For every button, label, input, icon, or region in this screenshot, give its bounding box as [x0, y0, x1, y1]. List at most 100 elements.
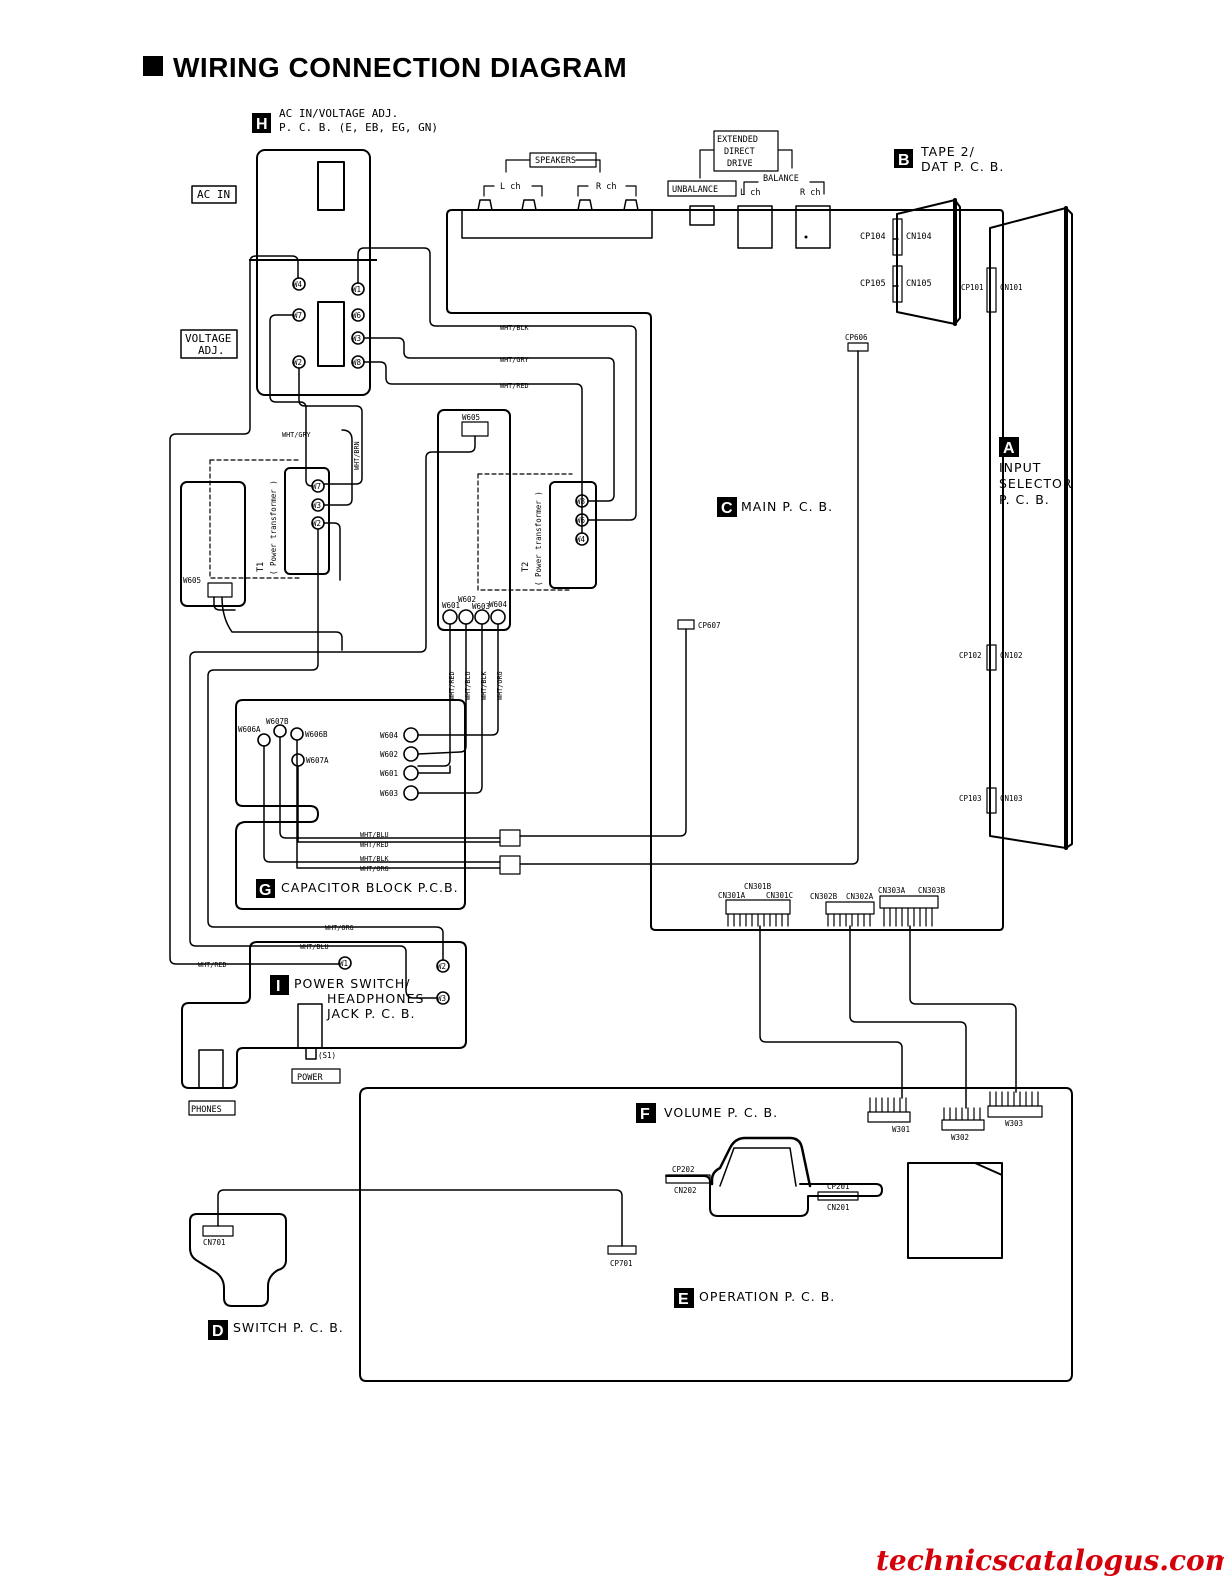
- cn302b-label: CN302B: [810, 892, 838, 901]
- cn201-connector: [817, 1191, 859, 1201]
- board-c-outline: [446, 209, 1004, 931]
- g-w601-label: W601: [380, 769, 398, 778]
- t2-label: T2: [521, 562, 531, 572]
- terminal-w607b: [273, 724, 287, 738]
- wire-cp607: [519, 628, 687, 837]
- cn701-label: CN701: [203, 1238, 226, 1247]
- board-e-outline: [359, 1087, 1073, 1382]
- board-i-line2: HEADPHONES: [327, 991, 424, 1006]
- terminal-w603: [474, 609, 490, 625]
- cn301-303-connectors: [725, 895, 939, 927]
- cn105-label: CN105: [906, 279, 932, 289]
- unbalance-box: [667, 180, 737, 197]
- t2-core-outline: [477, 473, 573, 591]
- wire-label-wht-blk-v: WHT/BLK: [480, 670, 488, 700]
- terminal-i-w2-label: W2: [437, 962, 446, 971]
- cp102-connector: [986, 644, 997, 671]
- w604-top-label: W604: [489, 600, 508, 609]
- voltage-adj-box: [180, 329, 238, 359]
- board-f-letter: F: [640, 1106, 650, 1123]
- wire-labels: WHT/BLK WHT/GRY WHT/RED WHT/GRY WHT/BRN …: [198, 324, 530, 969]
- speakers-bracket: [505, 159, 601, 173]
- tape-board-links: [892, 238, 899, 287]
- r-ch-bracket: [577, 185, 637, 197]
- w302-connector: [941, 1119, 985, 1131]
- phones-jack: [198, 1049, 224, 1089]
- w602-top-label: W602: [458, 595, 476, 604]
- t1-label: T1: [256, 562, 266, 572]
- phones-label: PHONES: [191, 1105, 222, 1115]
- t1-outline: [180, 481, 246, 607]
- speaker-terminal-icon: [623, 199, 639, 211]
- w606b-label: W606B: [305, 730, 328, 739]
- cn102-label: CN102: [1000, 651, 1023, 660]
- display-window: [907, 1162, 1003, 1259]
- wire-wht-red-w601: [417, 623, 451, 774]
- cn301b-label: CN301B: [744, 882, 772, 891]
- board-b-letter: B: [898, 152, 910, 169]
- wire-label-wht-blu-g: WHT/BLU: [360, 831, 389, 839]
- volume-flex-cable-inner: [719, 1147, 797, 1187]
- cp103-connector: [986, 787, 997, 814]
- power-switch-body: [297, 1003, 323, 1049]
- board-f-outline: [665, 1175, 883, 1217]
- wire-label-wht-blu-v: WHT/BLU: [464, 671, 472, 700]
- jack-pin: [804, 235, 808, 239]
- wire-wht-brn-h-to-t1: [298, 367, 363, 485]
- volume-flex-cable: [710, 1136, 812, 1188]
- w606a-label: W606A: [238, 725, 261, 734]
- board-g-capacitor-block: W606A W607B W606B W607A W604 W602 W601 W…: [235, 699, 521, 910]
- cp607-label: CP607: [698, 621, 721, 630]
- board-i-letter: I: [276, 978, 280, 995]
- terminal-w607a: [291, 753, 305, 767]
- board-g-badge: [256, 879, 275, 898]
- terminal-t2-w4-label: W4: [576, 535, 586, 544]
- wire-harness: [169, 238, 1017, 1247]
- wire-w605-left: [213, 596, 343, 651]
- l-ch-bracket: [483, 185, 543, 197]
- cn302a-label: CN302A: [846, 892, 874, 901]
- wire-h-w7-loop: [269, 314, 301, 403]
- board-a-line3: P. C. B.: [999, 492, 1050, 507]
- board-f-name: VOLUME P. C. B.: [664, 1105, 778, 1120]
- board-f-volume: F VOLUME P. C. B. CP202 CN202 CP201 CN20…: [636, 1103, 883, 1217]
- terminal-i-w1: [338, 956, 352, 970]
- cn101-label: CN101: [1000, 283, 1023, 292]
- ac-in-box: [191, 185, 237, 204]
- w601-top-label: W601: [442, 601, 460, 610]
- board-a-line2: SELECTOR: [999, 476, 1073, 491]
- speakers-r-ch: R ch: [596, 182, 616, 192]
- transformer-t1: W7 W3 W2 T1 ( Power transformer ) W605: [180, 459, 330, 607]
- terminal-t1-w7-label: W7: [312, 482, 321, 491]
- cn303-connector: [879, 895, 939, 909]
- wire-label-wht-red-i: WHT/RED: [198, 961, 227, 969]
- terminal-t1-w2-label: W2: [312, 519, 321, 528]
- board-h-label: H AC IN/VOLTAGE ADJ. P. C. B. (E, EB, EG…: [252, 107, 438, 134]
- cp101-connector: [986, 267, 997, 313]
- w603-top-label: W603: [472, 602, 490, 611]
- cp104-connector: [892, 218, 903, 256]
- cp202-label: CP202: [672, 1165, 695, 1174]
- terminal-w601: [442, 609, 458, 625]
- g-w603-label: W603: [380, 789, 398, 798]
- board-d-outline: [189, 1213, 287, 1307]
- ac-inlet: [317, 161, 345, 211]
- wire-wht-red-h-to-t2: [363, 361, 583, 534]
- cp103-label: CP103: [959, 794, 982, 803]
- terminal-h-w1-label: W1: [352, 285, 361, 294]
- board-g-name: CAPACITOR BLOCK P.C.B.: [281, 880, 459, 895]
- wire-wht-blu-w602: [417, 623, 467, 755]
- cp201-label: CP201: [827, 1182, 850, 1191]
- terminal-i-w3-label: W3: [437, 994, 446, 1003]
- board-h-line1: AC IN/VOLTAGE ADJ.: [279, 107, 398, 120]
- board-b-line2: DAT P. C. B.: [921, 159, 1004, 174]
- board-f-badge: [636, 1103, 656, 1123]
- cp104-label: CP104: [860, 232, 886, 242]
- cp607-plug: [499, 829, 521, 847]
- wire-wht-blu-t2-to-i: [189, 435, 476, 999]
- board-b-outline: [896, 199, 961, 325]
- balance-l-jack: [737, 205, 773, 249]
- wire-label-wht-org-i: WHT/ORG: [325, 924, 354, 932]
- board-d-letter: D: [212, 1323, 224, 1340]
- board-i-line1: POWER SWITCH/: [294, 976, 411, 991]
